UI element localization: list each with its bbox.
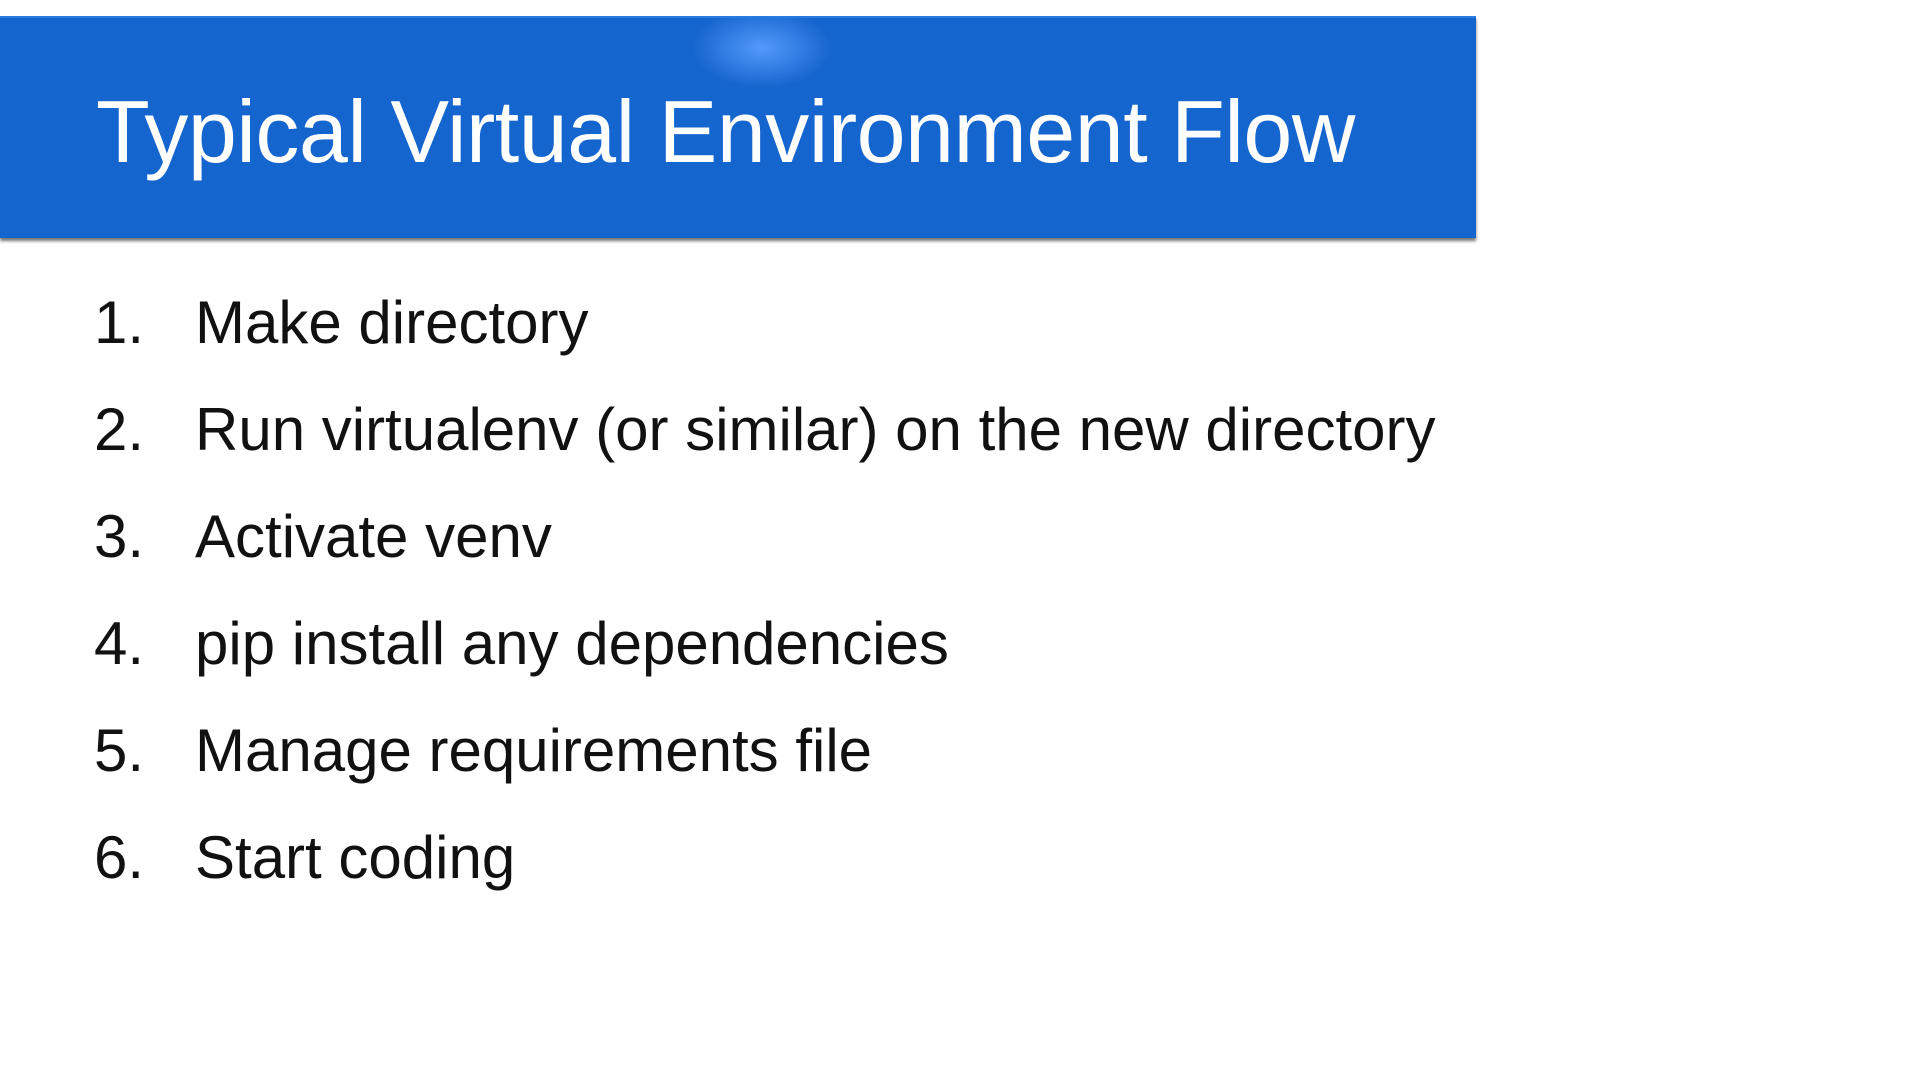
- step-number: 3.: [94, 503, 145, 570]
- step-number: 4.: [94, 610, 145, 677]
- title-bar: Typical Virtual Environment Flow: [0, 16, 1476, 238]
- step-text: Make directory: [195, 289, 589, 356]
- step-text: Start coding: [195, 824, 516, 891]
- step-text: pip install any dependencies: [195, 610, 949, 677]
- step-number: 5.: [94, 717, 145, 784]
- step-number: 1.: [94, 289, 145, 356]
- step-number: 6.: [94, 824, 145, 891]
- step-text: Manage requirements file: [195, 717, 873, 784]
- step-number: 2.: [94, 396, 145, 463]
- step-text: Run virtualenv (or similar) on the new d…: [195, 396, 1436, 463]
- step-text: Activate venv: [195, 503, 552, 570]
- slide-title: Typical Virtual Environment Flow: [96, 82, 1355, 181]
